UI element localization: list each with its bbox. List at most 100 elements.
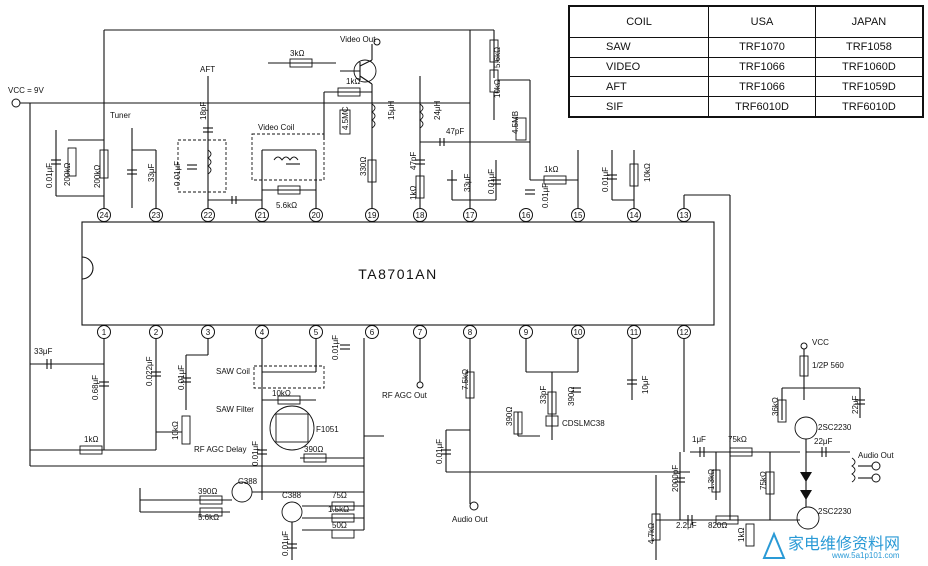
c-10uf-label: 10μF xyxy=(641,375,650,394)
cell: TRF1060D xyxy=(814,56,924,78)
c-47pf-b-label: 47pF xyxy=(409,152,418,170)
pin-marker xyxy=(677,208,691,222)
pin-number: 5 xyxy=(314,328,319,337)
cell: TRF1066 xyxy=(708,76,816,98)
pin-number: 22 xyxy=(204,211,213,220)
labels: VCC = 9V Video Out Tuner AFT Video Coil … xyxy=(8,35,894,556)
r-56k-b-label: 5.6kΩ xyxy=(198,513,219,522)
pin-marker xyxy=(519,208,533,222)
tr1-label: 2SC2230 xyxy=(818,423,852,432)
c-33pf-label: 33pF xyxy=(539,386,548,404)
video-out-label: Video Out xyxy=(340,35,376,44)
r-10k-saw-label: 10kΩ xyxy=(272,389,291,398)
pin-number: 21 xyxy=(258,211,267,220)
cell: SAW xyxy=(568,37,710,58)
x45mc-label: 4.5MC xyxy=(341,106,350,130)
cell: SIF xyxy=(568,96,710,118)
watermark-logo-icon xyxy=(762,531,786,559)
c-001-22-label: 0.01μF xyxy=(173,161,182,186)
rf-agc-delay-label: RF AGC Delay xyxy=(194,445,246,454)
cell: TRF1058 xyxy=(814,37,924,58)
pin-number: 9 xyxy=(524,328,529,337)
c-2000pf-label: 2000pF xyxy=(671,465,680,492)
r-390-a-label: 390Ω xyxy=(304,445,323,454)
r-36k-label: 36kΩ xyxy=(771,397,780,416)
pin-number: 2 xyxy=(154,328,159,337)
pin-marker xyxy=(365,208,379,222)
pin-marker xyxy=(309,208,323,222)
pin-number: 10 xyxy=(574,328,583,337)
c-18pf-label: 18pF xyxy=(199,102,208,120)
tr2-label: 2SC2230 xyxy=(818,507,852,516)
c-0022-label: 0.022μF xyxy=(145,356,154,386)
pin-marker xyxy=(413,208,427,222)
r-390-b-label: 390Ω xyxy=(198,487,217,496)
cdslmc38-label: CDSLMC38 xyxy=(562,419,605,428)
c-001-14-label: 0.01μF xyxy=(601,167,610,192)
r-3k-label: 3kΩ xyxy=(290,49,304,58)
c-1uf-label: 1μF xyxy=(692,435,706,444)
r-15k-label: 1.5kΩ xyxy=(328,505,349,514)
pin-number: 13 xyxy=(680,211,689,220)
pin-marker xyxy=(627,208,641,222)
r-1k-1-label: 1kΩ xyxy=(84,435,98,444)
saw-coil-label: SAW Coil xyxy=(216,367,250,376)
c-001-b-label: 0.01μF xyxy=(281,531,290,556)
r-1k-r-label: 1kΩ xyxy=(737,528,746,542)
table-row: SAW TRF1070 TRF1058 xyxy=(568,37,924,58)
pin-number: 24 xyxy=(100,211,109,220)
c388a-label: C388 xyxy=(238,477,258,486)
c-001-3-label: 0.01μF xyxy=(177,365,186,390)
pin-number: 20 xyxy=(312,211,321,220)
r-75k-a-label: 75kΩ xyxy=(728,435,747,444)
l-15uh-label: 15μH xyxy=(387,100,396,120)
cell: TRF6010D xyxy=(814,96,924,118)
pin-marker xyxy=(255,208,269,222)
pin-marker xyxy=(365,325,379,339)
r-390-9-label: 390Ω xyxy=(505,407,514,426)
ic-label: TA8701AN xyxy=(358,266,437,282)
header-japan: JAPAN xyxy=(814,5,924,38)
pin-marker xyxy=(463,208,477,222)
r-10k-14-label: 10kΩ xyxy=(643,163,652,182)
c-001-5-label: 0.01μF xyxy=(331,335,340,360)
pin-number: 6 xyxy=(370,328,375,337)
pin-number: 14 xyxy=(630,211,639,220)
c-22uf-a-label: 22μF xyxy=(851,395,860,414)
header-usa: USA xyxy=(708,5,816,38)
pin-marker xyxy=(627,325,641,339)
pin-number: 3 xyxy=(206,328,211,337)
r-1k-top-label: 1kΩ xyxy=(346,77,360,86)
pin-marker xyxy=(571,208,585,222)
aft-label: AFT xyxy=(200,65,215,74)
c-001-24-label: 0.01μF xyxy=(45,163,54,188)
coil-table: COIL USA JAPAN SAW TRF1070 TRF1058 VIDEO… xyxy=(568,5,924,118)
r-75k-b-label: 75kΩ xyxy=(759,471,768,490)
f1051-label: F1051 xyxy=(316,425,339,434)
c-22uf-c-label: 2.2μF xyxy=(676,521,697,530)
cell: VIDEO xyxy=(568,56,710,78)
cell: TRF1059D xyxy=(814,76,924,98)
watermark-url: www.5a1p101.com xyxy=(832,551,900,560)
rf-agc-out-label: RF AGC Out xyxy=(382,391,428,400)
table-row: AFT TRF1066 TRF1059D xyxy=(568,76,924,98)
coil-table-header: COIL USA JAPAN xyxy=(568,5,924,38)
r-56k-21-label: 5.6kΩ xyxy=(276,201,297,210)
saw-filter-label: SAW Filter xyxy=(216,405,254,414)
pin-number: 16 xyxy=(522,211,531,220)
pin-number: 15 xyxy=(574,211,583,220)
cell: TRF1070 xyxy=(708,37,816,58)
r-200k-b-label: 200kΩ xyxy=(93,165,102,188)
r-820-label: 820Ω xyxy=(708,521,727,530)
c-001-4-label: 0.01μF xyxy=(251,441,260,466)
tuner-label: Tuner xyxy=(110,111,131,120)
pin-number: 8 xyxy=(468,328,473,337)
pin-marker xyxy=(201,208,215,222)
vcc-label: VCC = 9V xyxy=(8,86,44,95)
c-001-16-label: 0.01μF xyxy=(541,183,550,208)
pin-marker xyxy=(97,208,111,222)
r-330-label: 330Ω xyxy=(359,157,368,176)
